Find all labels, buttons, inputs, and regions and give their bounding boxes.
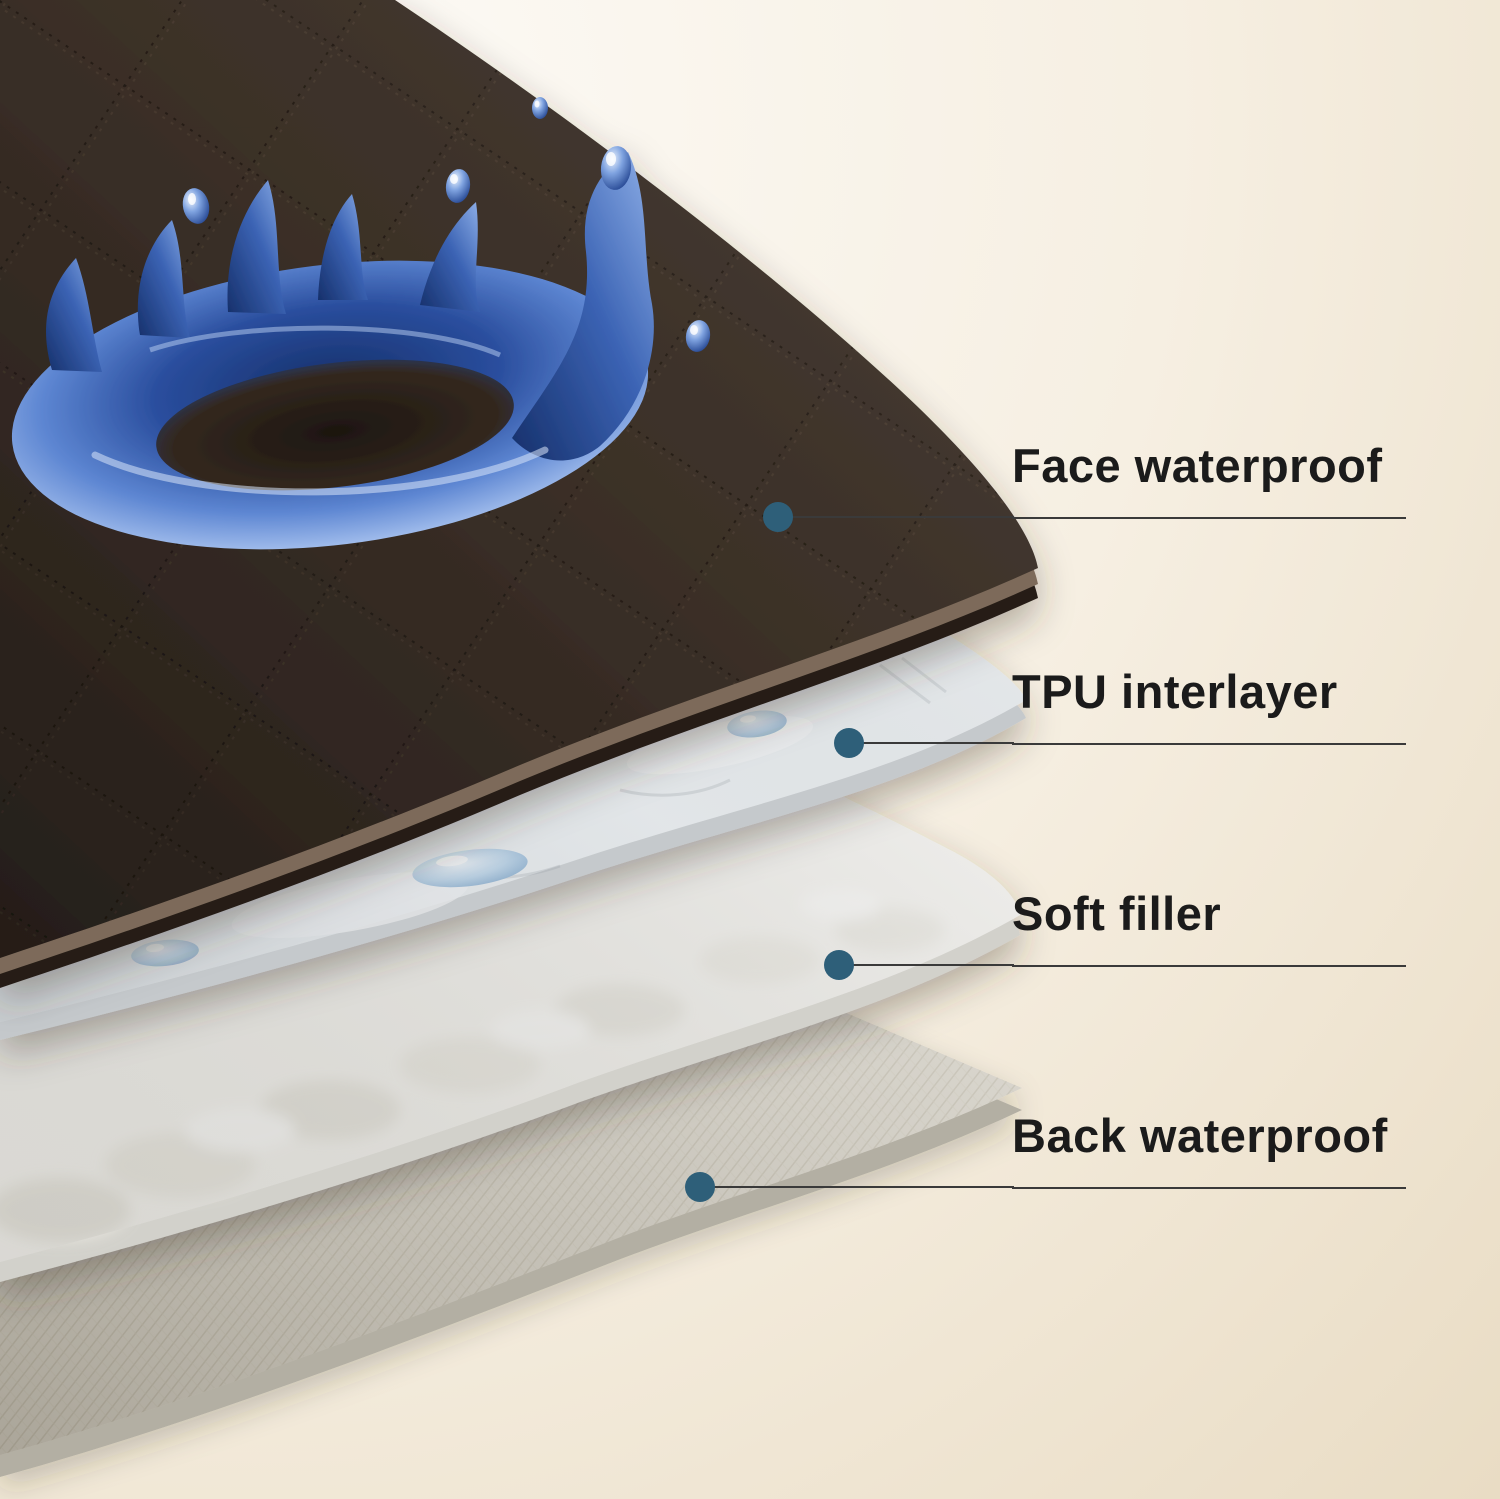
splash-spikes (46, 152, 654, 461)
splash-highlight (91, 446, 549, 496)
splash-highlight (149, 325, 502, 358)
callout-label-tpu-interlayer: TPU interlayer (1012, 666, 1406, 745)
callout-dot-tpu-interlayer (834, 728, 864, 758)
water-droplets (182, 97, 711, 352)
water-splash (11, 97, 711, 550)
callout-connectors (685, 502, 1014, 1202)
callout-label-soft-filler: Soft filler (1012, 888, 1406, 967)
callout-dot-soft-filler (824, 950, 854, 980)
callout-text-face-waterproof: Face waterproof (1012, 439, 1383, 492)
callout-text-tpu-interlayer: TPU interlayer (1012, 665, 1338, 718)
callout-dot-back-waterproof (685, 1172, 715, 1202)
callout-label-face-waterproof: Face waterproof (1012, 440, 1406, 519)
callout-text-back-waterproof: Back waterproof (1012, 1109, 1388, 1162)
face-waterproof-layer (0, 0, 1038, 988)
callout-label-back-waterproof: Back waterproof (1012, 1110, 1406, 1189)
callout-dot-face-waterproof (763, 502, 793, 532)
callout-text-soft-filler: Soft filler (1012, 887, 1222, 940)
